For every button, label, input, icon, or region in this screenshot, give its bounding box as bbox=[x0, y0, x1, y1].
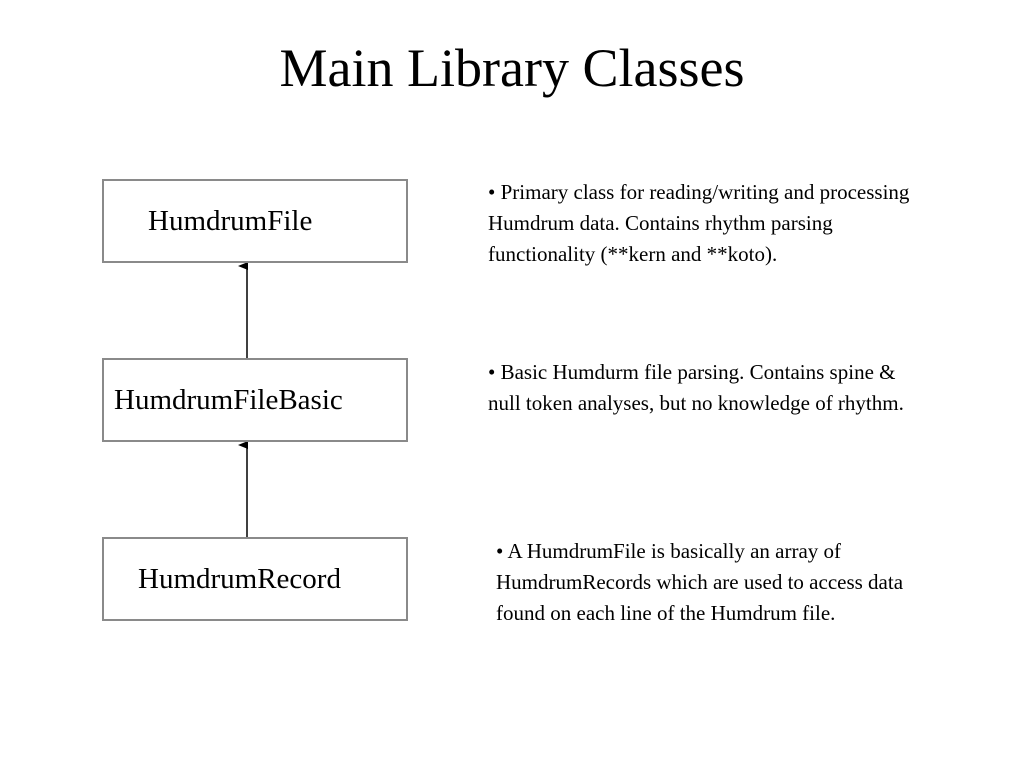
class-box-humdrumfilebasic: HumdrumFileBasic bbox=[102, 358, 408, 442]
class-name: HumdrumFileBasic bbox=[114, 384, 343, 416]
class-box-humdrumfile: HumdrumFile bbox=[102, 179, 408, 263]
class-name: HumdrumFile bbox=[148, 205, 313, 237]
class-box-humdrumrecord: HumdrumRecord bbox=[102, 537, 408, 621]
description-humdrumfilebasic: • Basic Humdurm file parsing. Contains s… bbox=[488, 360, 904, 415]
slide-title: Main Library Classes bbox=[279, 38, 745, 98]
description-humdrumrecord: • A HumdrumFile is basically an array of… bbox=[496, 539, 904, 625]
class-name: HumdrumRecord bbox=[138, 563, 341, 595]
description-humdrumfile: • Primary class for reading/writing and … bbox=[488, 180, 910, 266]
